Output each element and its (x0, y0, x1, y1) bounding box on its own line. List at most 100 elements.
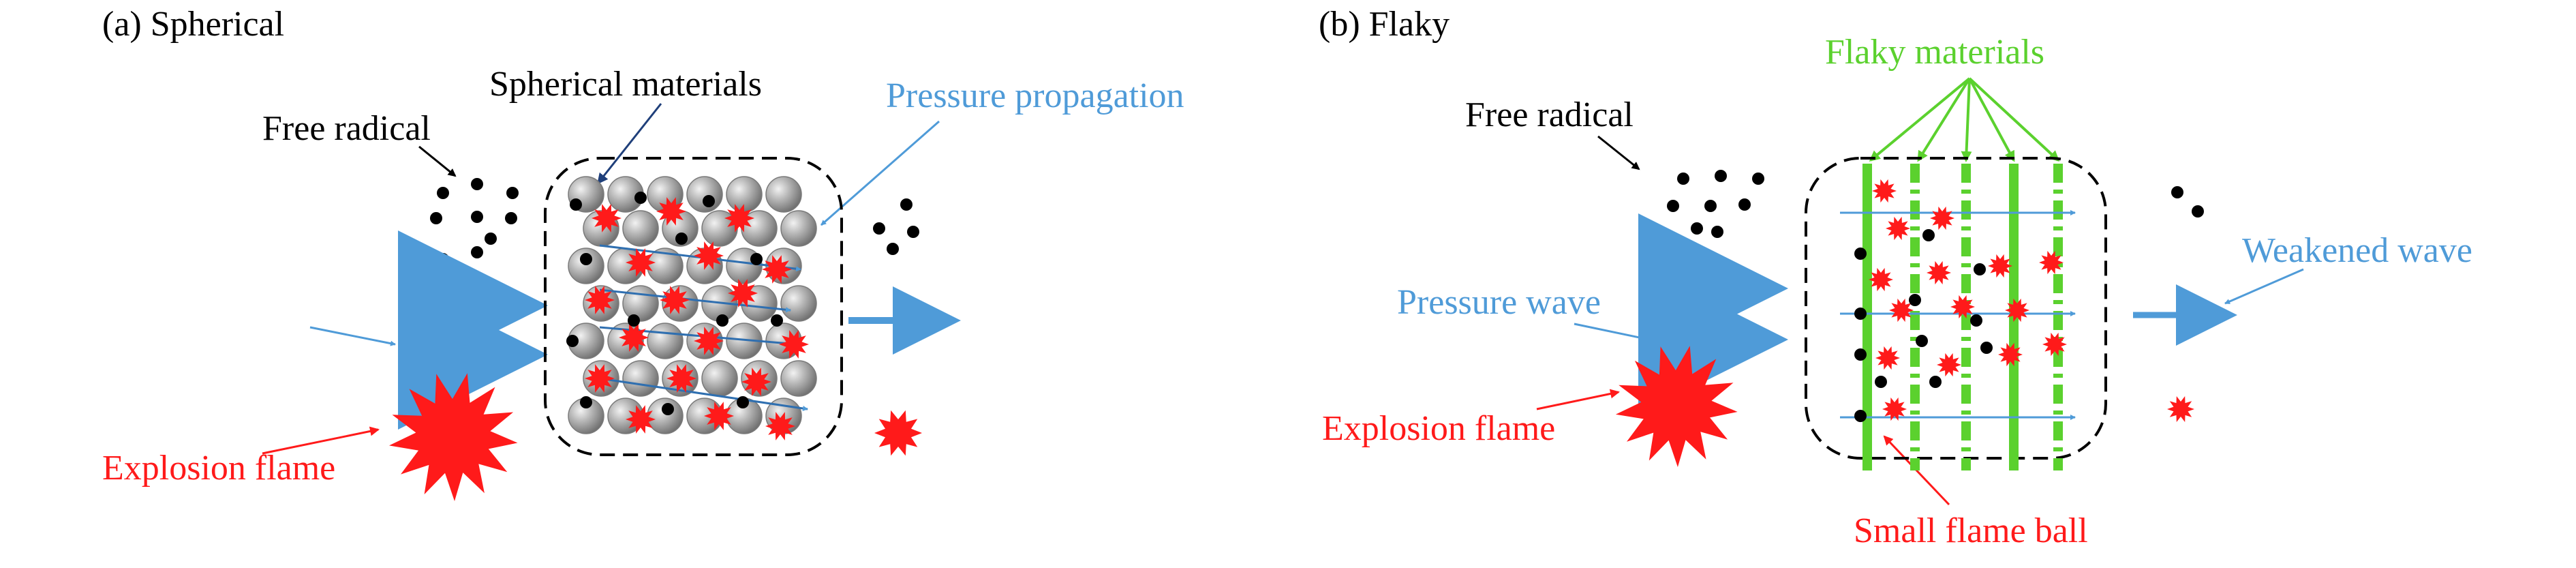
panel-b-weakened-arrow (2224, 268, 2304, 305)
panel-a-materials-label: Spherical materials (489, 65, 762, 104)
flame-spark-icon (1930, 206, 1954, 230)
free-radical-dot-icon (566, 335, 579, 347)
free-radical-dot-icon (1738, 198, 1751, 211)
free-radical-dot-icon (1922, 229, 1935, 241)
panel-b-pressure-arrow (1574, 323, 1650, 342)
free-radical-dot-icon (437, 187, 449, 199)
panel-b-free-radical-label: Free radical (1465, 95, 1634, 134)
free-radical-dot-icon (887, 243, 899, 255)
panel-b-free-radical-arrow (1597, 135, 1640, 170)
free-radical-dot-icon (485, 233, 497, 245)
flame-spark-icon (779, 330, 809, 359)
panel-a-materials-arrow (597, 103, 662, 185)
panel-a-explosion-flame-icon (389, 373, 518, 501)
free-radical-dot-icon (634, 192, 647, 204)
free-radical-dot-icon (1691, 222, 1703, 235)
flame-spark-icon (656, 197, 686, 226)
panel-flaky: (b) Flaky Free radical Flaky materials P… (1319, 5, 2472, 550)
free-radical-dot-icon (580, 253, 592, 265)
flame-spark-icon (741, 368, 771, 396)
flame-spark-icon (585, 286, 615, 314)
panel-b-free-radicals-right (2171, 186, 2204, 218)
panel-b-flaky-materials (1862, 164, 2063, 470)
panel-b-inner-radicals (1854, 229, 1993, 422)
free-radical-dot-icon (1916, 335, 1928, 347)
flame-spark-icon (1988, 254, 2012, 278)
sphere-particle-icon (765, 176, 802, 213)
free-radical-dot-icon (580, 396, 592, 408)
arrow-icon (1917, 77, 1971, 162)
free-radical-dot-icon (1677, 173, 1689, 185)
free-radical-dot-icon (1854, 308, 1867, 320)
flame-spark-icon (2042, 332, 2067, 357)
flame-spark-icon (1882, 397, 1907, 421)
panel-a-free-radicals-right (873, 198, 919, 255)
panel-b-pressure-label: Pressure wave (1397, 283, 1601, 322)
flame-spark-icon (1869, 267, 1893, 292)
panel-a-pressure-label: Pressure propagation (886, 76, 1184, 115)
free-radical-dot-icon (2171, 186, 2183, 198)
free-radical-dot-icon (750, 253, 763, 265)
free-radical-dot-icon (737, 396, 749, 408)
free-radical-dot-icon (1715, 170, 1727, 182)
free-radical-dot-icon (1909, 294, 1921, 306)
free-radical-dot-icon (873, 222, 885, 235)
sphere-particle-icon (780, 360, 817, 397)
panel-a-pressure-arrow (821, 120, 940, 226)
flame-spark-icon (1872, 179, 1897, 203)
arrow-icon (1961, 78, 1972, 162)
flame-spark-icon (660, 286, 690, 314)
panel-a-inner-radicals (566, 192, 783, 415)
free-radical-dot-icon (1974, 263, 1986, 275)
free-radical-dot-icon (1667, 200, 1679, 212)
flame-spark-icon (666, 364, 696, 393)
sphere-particle-icon (647, 398, 684, 434)
panel-a-free-radical-label: Free radical (262, 109, 431, 148)
flame-spark-icon (626, 405, 656, 434)
panel-a-free-radicals-left (430, 178, 519, 265)
panel-a-free-radical-arrow (418, 145, 457, 177)
sphere-particle-icon (780, 210, 817, 247)
panel-a-flame-label: Explosion flame (102, 449, 335, 488)
arrow-icon (599, 377, 808, 411)
flame-spark-icon (2005, 298, 2029, 323)
panel-b-escaped-flame-icon (2167, 396, 2194, 422)
flame-spark-icon (2039, 250, 2064, 275)
sphere-particle-icon (647, 323, 684, 359)
free-radical-dot-icon (1854, 348, 1867, 361)
flame-spark-icon (1886, 216, 1910, 241)
flame-spark-icon (1927, 260, 1951, 285)
flame-spark-icon (1950, 295, 1975, 319)
free-radical-dot-icon (1667, 243, 1679, 255)
arrow-icon (1968, 78, 2015, 162)
flame-spark-icon (592, 204, 622, 233)
free-radical-dot-icon (1854, 410, 1867, 422)
free-radical-dot-icon (675, 233, 688, 245)
panel-a-flame-sparks (585, 197, 809, 440)
flame-spark-icon (1875, 346, 1900, 370)
free-radical-dot-icon (703, 195, 715, 207)
free-radical-dot-icon (471, 246, 483, 258)
panel-b-small-flame-label: Small flame ball (1854, 511, 2088, 550)
flame-spark-icon (724, 204, 754, 233)
sphere-particle-icon (622, 360, 659, 397)
panel-b-flame-sparks (1869, 179, 2067, 421)
free-radical-dot-icon (900, 198, 913, 211)
free-radical-dot-icon (771, 314, 783, 327)
flame-spark-icon (1937, 353, 1961, 377)
panel-a-flame-arrow (262, 426, 380, 455)
free-radical-dot-icon (505, 212, 517, 224)
free-radical-dot-icon (506, 187, 519, 199)
sphere-particle-icon (686, 176, 723, 213)
arrow-icon (1869, 77, 1971, 162)
flame-spark-icon (694, 327, 724, 355)
free-radical-dot-icon (907, 226, 919, 238)
free-radical-dot-icon (437, 253, 449, 265)
panel-spherical: (a) Spherical Free radical Spherical mat… (102, 5, 1184, 501)
panel-b-materials-label: Flaky materials (1825, 33, 2044, 72)
free-radical-dot-icon (1854, 248, 1867, 260)
sphere-particle-icon (726, 176, 763, 213)
flame-spark-icon (704, 402, 734, 430)
free-radical-dot-icon (628, 314, 640, 327)
